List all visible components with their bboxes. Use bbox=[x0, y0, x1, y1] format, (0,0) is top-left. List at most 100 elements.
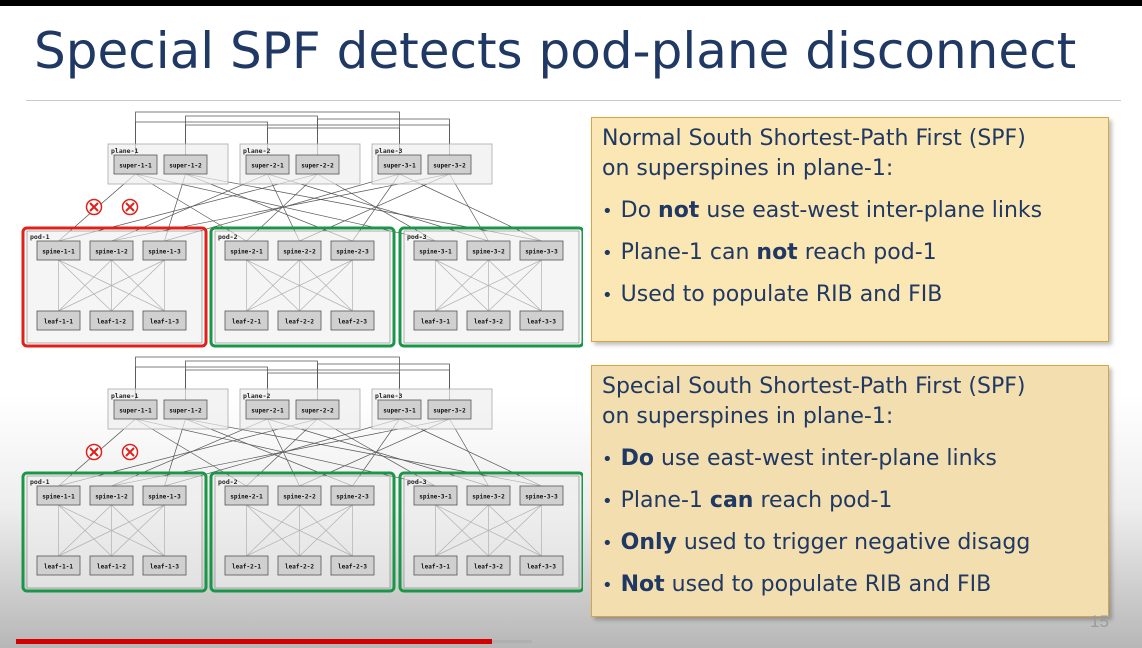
spine-node bbox=[413, 485, 458, 506]
pod-label: pod-3 bbox=[407, 478, 427, 486]
spine-node-label: spine-3-1 bbox=[419, 249, 452, 256]
spine-node bbox=[519, 240, 564, 261]
spine-node bbox=[36, 240, 81, 261]
x-stroke bbox=[89, 202, 99, 212]
leaf-node-label: leaf-1-1 bbox=[44, 319, 73, 326]
bullet-text: Plane-1 bbox=[620, 488, 710, 513]
bullet-text: use east-west inter-plane links bbox=[654, 446, 997, 471]
spine-node-label: spine-3-3 bbox=[525, 249, 558, 256]
bullet-text: used to trigger negative disagg bbox=[676, 530, 1031, 555]
super-node-label: super-2-2 bbox=[301, 163, 334, 170]
bullet-dot-icon: • bbox=[602, 243, 613, 264]
leaf-node bbox=[519, 555, 564, 576]
x-circle-icon bbox=[85, 443, 103, 461]
leaf-node-label: leaf-3-1 bbox=[421, 319, 450, 326]
super-spine-link bbox=[267, 173, 300, 242]
super-node-label: super-3-2 bbox=[433, 408, 466, 415]
callout-heading-line1: Special South Shortest-Path First (SPF) bbox=[602, 374, 1026, 399]
super-spine-link bbox=[449, 418, 489, 487]
super-node bbox=[377, 399, 422, 420]
x-circle-icon bbox=[85, 198, 103, 216]
slide-title: Special SPF detects pod-plane disconnect bbox=[34, 22, 1077, 80]
callout-normal-spf: Normal South Shortest-Path First (SPF) o… bbox=[591, 117, 1109, 342]
leaf-node-label: leaf-2-3 bbox=[338, 319, 367, 326]
pod-label: pod-2 bbox=[218, 233, 238, 241]
spine-node-label: spine-2-3 bbox=[336, 494, 369, 501]
super-spine-link bbox=[399, 418, 542, 487]
bullet-bold: not bbox=[756, 240, 798, 265]
pod-label: pod-3 bbox=[407, 233, 427, 241]
bullet-item: •Do use east-west inter-plane links bbox=[602, 438, 1098, 480]
leaf-node-label: leaf-3-3 bbox=[527, 564, 556, 571]
spine-node-label: spine-3-2 bbox=[472, 249, 505, 256]
bullet-text: Plane-1 can bbox=[620, 240, 757, 265]
leaf-node bbox=[330, 555, 375, 576]
super-spine-link bbox=[299, 418, 450, 487]
super-node bbox=[295, 399, 340, 420]
leaf-node-label: leaf-3-3 bbox=[527, 319, 556, 326]
inter-plane-link bbox=[135, 356, 400, 400]
bullet-dot-icon: • bbox=[602, 201, 613, 222]
callout-heading-line1: Normal South Shortest-Path First (SPF) bbox=[602, 126, 1026, 151]
spine-node-label: spine-2-1 bbox=[230, 249, 263, 256]
bullet-item: •Plane-1 can reach pod-1 bbox=[602, 480, 1098, 522]
super-node bbox=[113, 154, 158, 175]
super-node-label: super-2-1 bbox=[251, 163, 284, 170]
pod-label: pod-1 bbox=[30, 478, 50, 486]
pod-status-outline bbox=[398, 226, 583, 348]
spine-node-label: spine-3-3 bbox=[525, 494, 558, 501]
leaf-node bbox=[330, 310, 375, 331]
bullet-bold: Do bbox=[620, 446, 655, 471]
super-node bbox=[163, 154, 208, 175]
callout-heading: Special South Shortest-Path First (SPF) … bbox=[602, 372, 1098, 432]
super-node-label: super-1-1 bbox=[119, 163, 152, 170]
leaf-node bbox=[36, 555, 81, 576]
video-progress-played[interactable] bbox=[16, 639, 492, 644]
spine-node-label: spine-1-2 bbox=[95, 249, 128, 256]
inter-plane-link bbox=[185, 369, 450, 400]
leaf-node-label: leaf-2-2 bbox=[285, 319, 314, 326]
leaf-node-label: leaf-1-3 bbox=[150, 564, 179, 571]
leaf-node bbox=[413, 555, 458, 576]
spine-node bbox=[277, 240, 322, 261]
leaf-node bbox=[224, 310, 269, 331]
bullet-text: reach pod-1 bbox=[797, 240, 937, 265]
leaf-node-label: leaf-2-1 bbox=[232, 319, 261, 326]
leaf-node bbox=[142, 310, 187, 331]
pod-status-outline bbox=[398, 471, 583, 593]
super-node-label: super-1-2 bbox=[169, 163, 202, 170]
leaf-node-label: leaf-1-3 bbox=[150, 319, 179, 326]
plane-label: plane-1 bbox=[111, 147, 138, 155]
leaf-node bbox=[89, 555, 134, 576]
super-spine-link bbox=[267, 418, 300, 487]
bullet-text: used to populate RIB and FIB bbox=[664, 572, 992, 597]
leaf-node bbox=[142, 555, 187, 576]
callout-special-spf: Special South Shortest-Path First (SPF) … bbox=[591, 365, 1109, 617]
leaf-node-label: leaf-2-2 bbox=[285, 564, 314, 571]
plane-label: plane-1 bbox=[111, 392, 138, 400]
bullet-list: •Do use east-west inter-plane links •Pla… bbox=[602, 438, 1098, 606]
spine-node bbox=[142, 485, 187, 506]
super-node-label: super-1-1 bbox=[119, 408, 152, 415]
spine-node bbox=[413, 240, 458, 261]
super-spine-link bbox=[111, 418, 450, 487]
bullet-text: Used to populate RIB and FIB bbox=[620, 282, 943, 307]
super-node bbox=[245, 154, 290, 175]
video-progress-buffered[interactable] bbox=[492, 640, 532, 643]
super-spine-link bbox=[111, 173, 268, 242]
pod-label: pod-2 bbox=[218, 478, 238, 486]
leaf-node-label: leaf-2-1 bbox=[232, 564, 261, 571]
bullet-item: •Used to populate RIB and FIB bbox=[602, 274, 1098, 316]
leaf-node bbox=[277, 555, 322, 576]
plane-label: plane-3 bbox=[375, 147, 402, 155]
super-node bbox=[377, 154, 422, 175]
super-spine-link bbox=[135, 418, 436, 487]
spine-node-label: spine-2-1 bbox=[230, 494, 263, 501]
x-stroke bbox=[89, 447, 99, 457]
spine-node bbox=[89, 485, 134, 506]
super-node-label: super-2-2 bbox=[301, 408, 334, 415]
super-node bbox=[163, 399, 208, 420]
